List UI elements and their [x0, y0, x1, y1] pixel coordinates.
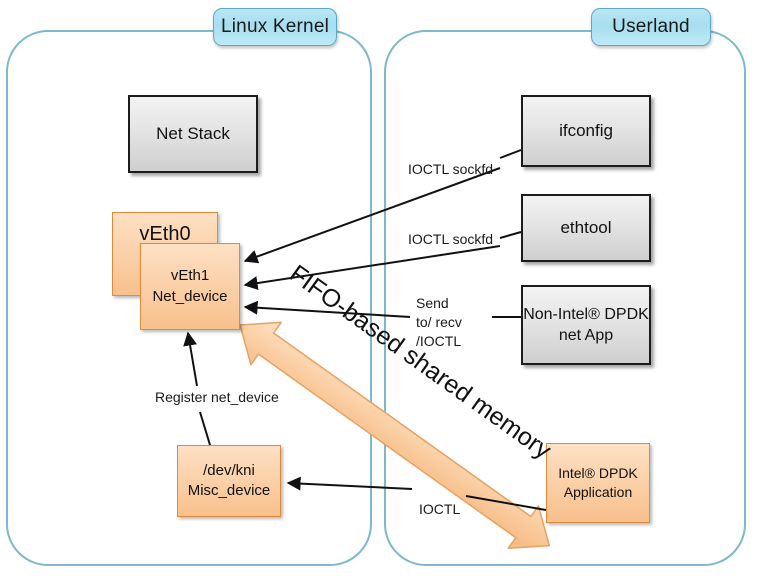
edge-label-send-recv-ioctl: Send to/ recv /IOCTL [416, 295, 462, 349]
edge-label-ioctl-sockfd-2: IOCTL sockfd [408, 231, 494, 247]
edge-ioctl-to-kni [286, 476, 413, 491]
edge-dpdkapp-ioctl-right [465, 495, 547, 511]
node-net-stack: Net Stack [128, 95, 258, 173]
node-intel-dpdk-application: Intel® DPDK Application [546, 443, 650, 523]
node-ethtool: ethtool [521, 194, 651, 262]
edge-label-ioctl-sockfd-1: IOCTL sockfd [408, 161, 494, 177]
node-veth1-net-device: vEth1 Net_device [140, 243, 240, 330]
edge-ifconfig-to-veth1 [243, 167, 501, 264]
panel-title-linux-kernel: Linux Kernel [213, 8, 337, 46]
panel-title-userland: Userland [591, 8, 711, 46]
edge-ethtool-right [499, 231, 522, 239]
edge-nonintel-to-veth1 [243, 300, 411, 318]
edge-ifconfig-right [499, 149, 522, 159]
edge-kni-to-veth1 [183, 331, 198, 387]
node-non-intel-dpdk-net-app: Non-Intel® DPDK net App [521, 285, 651, 365]
edge-ethtool-to-veth1 [243, 245, 501, 291]
node-ifconfig: ifconfig [521, 95, 651, 167]
edge-kni-register-lower [199, 411, 211, 446]
edge-label-ioctl-bottom: IOCTL [419, 501, 461, 517]
panel-linux-kernel [6, 30, 372, 566]
node-dev-kni-misc-device: /dev/kni Misc_device [177, 445, 281, 517]
panel-userland [384, 30, 746, 566]
edge-label-register-net-device: Register net_device [155, 389, 279, 405]
